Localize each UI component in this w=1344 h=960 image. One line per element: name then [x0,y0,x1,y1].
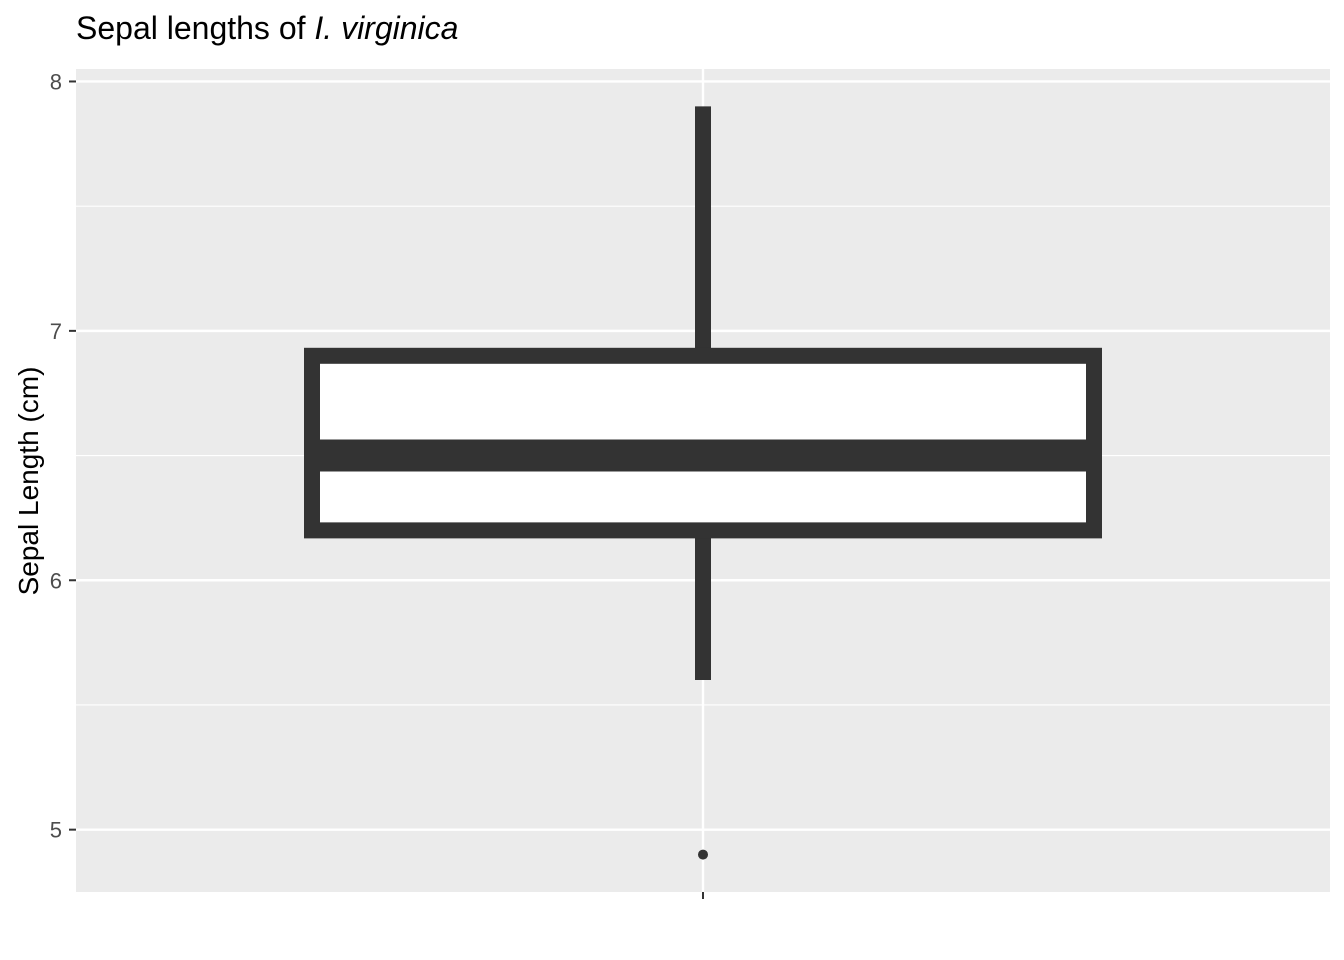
y-axis: 5 6 7 8 [50,69,76,843]
chart-title: Sepal lengths of I. virginica [76,10,458,47]
box-group [304,106,1102,860]
chart-title-prefix: Sepal lengths of [76,10,315,46]
outlier-point [698,849,708,860]
chart-title-species: I. virginica [314,10,459,46]
y-tick-label: 6 [50,568,62,593]
y-tick-label: 5 [50,818,62,843]
y-tick-label: 7 [50,319,62,344]
y-tick-label: 8 [50,69,62,94]
y-axis-title: Sepal Length (cm) [13,367,44,596]
